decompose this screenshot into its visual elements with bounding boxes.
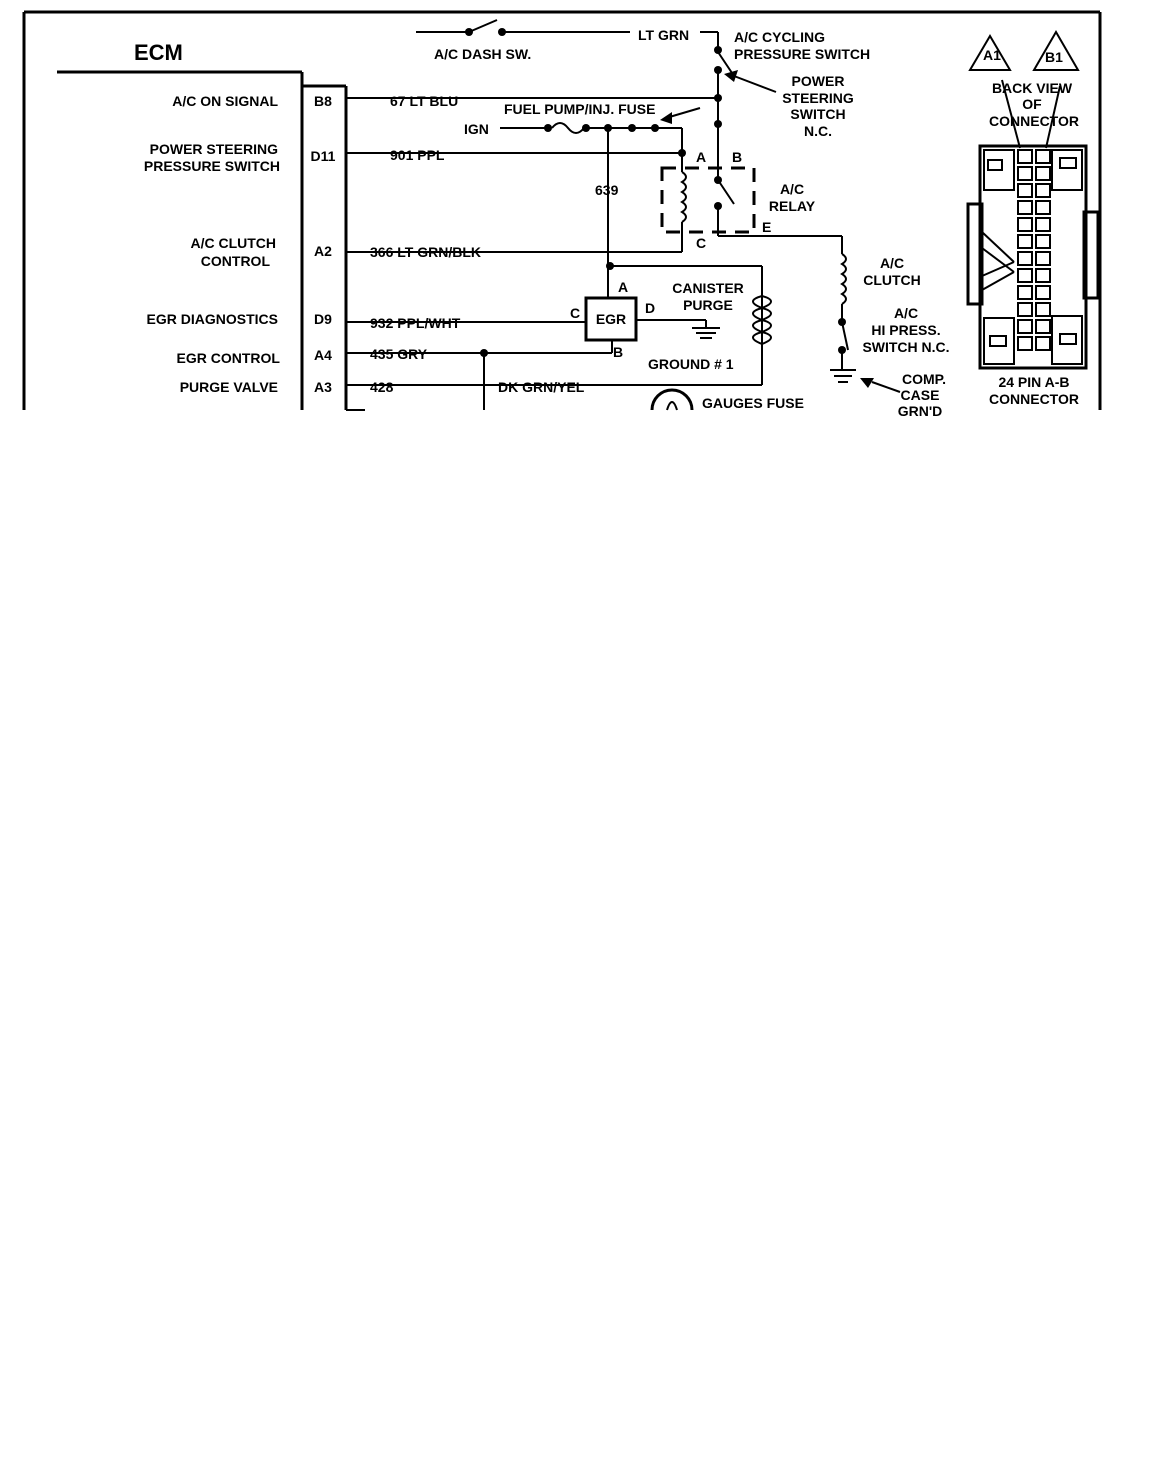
egr-terminal: C <box>570 305 580 321</box>
connector-pin-cavity <box>1017 302 1033 317</box>
egr-terminal: A <box>618 279 628 295</box>
comp-case-label: GRN'D <box>898 403 943 419</box>
wire-label: 901 PPL <box>390 147 445 163</box>
ecm-pin-number: D9 <box>314 311 332 327</box>
relay-terminal: B <box>732 149 742 165</box>
gauges-fuse-symbol <box>650 388 694 411</box>
connector-b1-label: B1 <box>1045 49 1063 65</box>
connector-pin-cavity <box>1035 251 1051 266</box>
connector-pin-cavity <box>1035 336 1051 351</box>
egr-terminal: D <box>645 300 655 316</box>
comp-case-label: COMP. <box>902 371 946 387</box>
connector-pin-cavity <box>1017 268 1033 283</box>
egr-terminal: B <box>613 344 623 360</box>
canister-purge-label: CANISTER <box>672 280 744 296</box>
connector-pin-cavity <box>1035 268 1051 283</box>
connector-pin-cavity <box>1017 183 1033 198</box>
relay-terminal: C <box>696 235 706 251</box>
wire-label: DK GRN/YEL <box>498 379 585 395</box>
wire-labels: 67 LT BLU 901 PPL 366 LT GRN/BLK 932 PPL… <box>370 27 689 395</box>
connector-a1-label: A1 <box>983 47 1001 63</box>
ecm-pin-label: PRESSURE SWITCH <box>144 158 280 174</box>
connector-pin-cavity <box>1017 285 1033 300</box>
ps-switch-label: STEERING <box>782 90 854 106</box>
hi-press-label: SWITCH N.C. <box>862 339 949 355</box>
connector-name: 24 PIN A-B <box>998 374 1069 390</box>
ac-relay-label: RELAY <box>769 198 816 214</box>
ecm-pin-label: A/C ON SIGNAL <box>172 93 278 109</box>
connector-pin-cavity <box>1035 285 1051 300</box>
ac-relay-box <box>660 166 756 234</box>
ps-switch-label: POWER <box>792 73 845 89</box>
connector-pin-cavity <box>1017 166 1033 181</box>
ground-1-label: GROUND # 1 <box>648 356 734 372</box>
ecm-pin-label: PURGE VALVE <box>180 379 278 395</box>
ecm-title: ECM <box>134 40 183 65</box>
gauges-fuse-label: GAUGES FUSE <box>702 395 804 411</box>
ac-clutch-label: CLUTCH <box>863 272 921 288</box>
ac-clutch-label: A/C <box>880 255 904 271</box>
fuel-fuse-label: FUEL PUMP/INJ. FUSE <box>504 101 655 117</box>
wire-label: 428 <box>370 379 394 395</box>
connector-pin-grid <box>1017 149 1051 351</box>
connector-pin-cavity <box>1017 149 1033 164</box>
junction-dots <box>465 28 846 357</box>
ecm-pin-number: A2 <box>314 243 332 259</box>
connector-pin-cavity <box>1035 217 1051 232</box>
component-labels: A/C DASH SW. A/C CYCLING PRESSURE SWITCH… <box>434 29 950 419</box>
relay-terminal: A <box>696 149 706 165</box>
ac-relay-label: A/C <box>780 181 804 197</box>
back-view-label: OF <box>1022 96 1042 112</box>
ac-cycling-label: PRESSURE SWITCH <box>734 46 870 62</box>
canister-purge-label: PURGE <box>683 297 733 313</box>
connector-pin-cavity <box>1035 319 1051 334</box>
connector-pin-cavity <box>1035 200 1051 215</box>
ecm-pin-label: EGR CONTROL <box>177 350 281 366</box>
ign-label: IGN <box>464 121 489 137</box>
connector-pin-cavity <box>1035 234 1051 249</box>
connector-pin-cavity <box>1035 183 1051 198</box>
connector-pin-cavity <box>1017 217 1033 232</box>
relay-terminal: E <box>762 219 771 235</box>
connector-pin-cavity <box>1017 251 1033 266</box>
back-view-label: CONNECTOR <box>989 113 1079 129</box>
ecm-pin-label: A/C CLUTCH <box>190 235 276 251</box>
ecm-block: ECM A/C ON SIGNAL POWER STEERING PRESSUR… <box>57 40 348 410</box>
wire-label: LT GRN <box>638 27 689 43</box>
hi-press-label: HI PRESS. <box>871 322 940 338</box>
ps-switch-label: N.C. <box>804 123 832 139</box>
ecm-pin-number: B8 <box>314 93 332 109</box>
ecm-pin-label: POWER STEERING <box>150 141 278 157</box>
ac-cycling-label: A/C CYCLING <box>734 29 825 45</box>
back-view-label: BACK VIEW <box>992 80 1073 96</box>
diagram-frame <box>22 10 1102 410</box>
egr-box <box>584 296 638 342</box>
wires <box>346 19 901 411</box>
connector-pin-cavity <box>1035 302 1051 317</box>
connector-pin-cavity <box>1035 166 1051 181</box>
wire-label: 67 LT BLU <box>390 93 458 109</box>
connector-pin-cavity <box>1017 234 1033 249</box>
connector-name: CONNECTOR <box>989 391 1079 407</box>
comp-case-label: CASE <box>901 387 940 403</box>
ecm-pin-number: D11 <box>311 148 336 164</box>
connector-24-pin: A1 B1 BACK VIEW OF CONNECTOR 24 PIN A-B … <box>966 30 1100 407</box>
connector-pin-cavity <box>1017 319 1033 334</box>
connector-pin-cavity <box>1035 149 1051 164</box>
ecm-pin-number: A4 <box>314 347 332 363</box>
connector-pin-cavity <box>1017 336 1033 351</box>
ps-switch-label: SWITCH <box>790 106 845 122</box>
ac-dash-switch-label: A/C DASH SW. <box>434 46 531 62</box>
ecm-pin-label: EGR DIAGNOSTICS <box>147 311 278 327</box>
hi-press-label: A/C <box>894 305 918 321</box>
egr-label: EGR <box>596 311 626 327</box>
connector-pin-cavity <box>1017 200 1033 215</box>
wire-label: 639 <box>595 182 619 198</box>
ecm-pin-number: A3 <box>314 379 332 395</box>
ecm-pin-label: CONTROL <box>201 253 271 269</box>
